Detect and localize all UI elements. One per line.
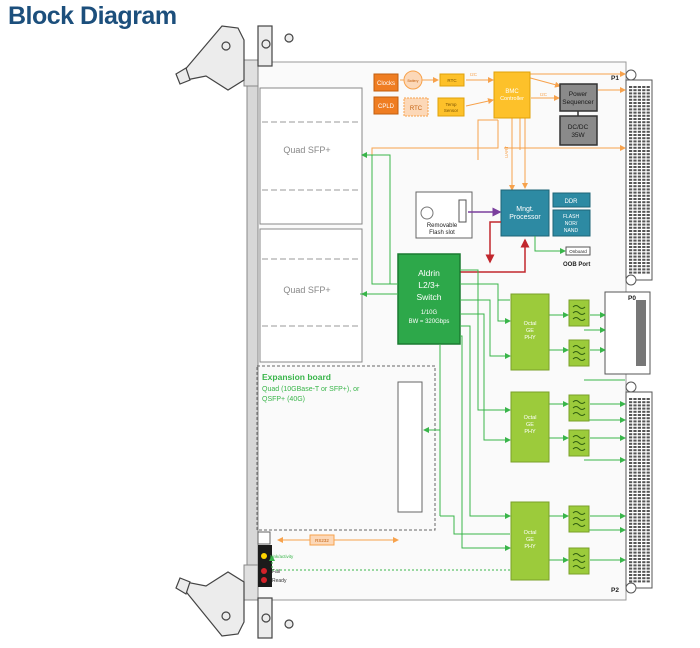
p2-label: P2 <box>611 587 619 594</box>
svg-text:GE: GE <box>526 422 534 428</box>
svg-text:Sensor: Sensor <box>444 108 459 113</box>
quad-sfp-top-label: Quad SFP+ <box>283 145 330 155</box>
svg-text:PHY: PHY <box>524 544 536 550</box>
svg-text:Switch: Switch <box>416 292 441 302</box>
link-activity-label: Link/activity <box>270 554 294 559</box>
magnetics-block <box>568 547 590 575</box>
i2c-label-1: I2C <box>540 92 548 97</box>
svg-text:L2/3+: L2/3+ <box>418 280 440 290</box>
svg-text:GE: GE <box>526 328 534 334</box>
svg-text:Clocks: Clocks <box>377 81 395 87</box>
svg-text:NAND: NAND <box>564 228 579 234</box>
uart-label: UART <box>504 146 509 158</box>
page-title: Block Diagram <box>8 2 177 30</box>
svg-text:Power: Power <box>569 91 588 98</box>
expansion-line-2: Quad (10GBase-T or SFP+), or <box>262 386 360 393</box>
dcdc-block: DC/DC 35W <box>559 115 598 146</box>
svg-text:Removable: Removable <box>427 223 458 229</box>
magnetics-group <box>568 299 590 575</box>
power-sequencer-block: Power Sequencer <box>559 83 598 112</box>
octal-ge-phy-3: Octal GE PHY <box>510 501 550 581</box>
quad-sfp-cage-top: Quad SFP+ <box>259 87 363 225</box>
quad-sfp-bottom-label: Quad SFP+ <box>283 285 330 295</box>
green-link-lines <box>360 152 626 563</box>
svg-text:RTC: RTC <box>447 78 457 83</box>
magnetics-block <box>568 339 590 367</box>
rs232-block: RS232 <box>309 534 335 546</box>
octal-ge-phy-2: Octal GE PHY <box>510 391 550 463</box>
svg-text:NOR/: NOR/ <box>565 221 578 227</box>
svg-text:Octal: Octal <box>524 321 537 327</box>
octal-ge-phy-1: Octal GE PHY <box>510 293 550 371</box>
oob-port-label: OOB Port <box>563 262 590 268</box>
p1-label: P1 <box>611 75 619 82</box>
dotted-led-link <box>269 555 510 571</box>
svg-text:Temp: Temp <box>445 102 457 107</box>
ejector-handle-top <box>175 25 294 91</box>
rtc-battery: Battery <box>403 70 423 90</box>
svg-text:PHY: PHY <box>524 429 536 435</box>
svg-text:DC/DC: DC/DC <box>568 124 589 131</box>
svg-text:PHY: PHY <box>524 335 536 341</box>
svg-text:Mngt.: Mngt. <box>516 206 534 213</box>
svg-text:BW = 320Gbps: BW = 320Gbps <box>409 319 450 325</box>
orange-control-lines <box>277 71 626 543</box>
p0-label: P0 <box>628 295 636 302</box>
status-leds: Link/activity Fail Ready <box>257 531 294 587</box>
cpld-block: CPLD <box>373 96 399 115</box>
connector-p0: P0 <box>604 291 651 375</box>
svg-text:GE: GE <box>526 537 534 543</box>
connector-p1: P1 <box>611 69 653 286</box>
svg-text:Aldrin: Aldrin <box>418 268 440 278</box>
svg-text:DDR: DDR <box>565 199 579 205</box>
svg-text:Octal: Octal <box>524 530 537 536</box>
svg-text:Sequencer: Sequencer <box>562 99 594 106</box>
aldrin-switch-block: Aldrin L2/3+ Switch 1/10G BW = 320Gbps <box>397 253 461 345</box>
expansion-board: Expansion board Quad (10GBase-T or SFP+)… <box>256 365 436 531</box>
svg-text:CPLD: CPLD <box>378 104 395 110</box>
magnetics-block <box>568 394 590 422</box>
magnetics-block <box>568 429 590 457</box>
svg-text:Processor: Processor <box>509 214 541 221</box>
expansion-title: Expansion board <box>262 372 331 382</box>
magnetics-block <box>568 299 590 327</box>
quad-sfp-cage-bottom: Quad SFP+ <box>259 228 363 363</box>
temp-sensor-block: Temp Sensor <box>437 97 465 117</box>
magnetics-block <box>568 505 590 533</box>
svg-text:Flash slot: Flash slot <box>429 230 455 236</box>
svg-text:FLASH: FLASH <box>563 214 580 220</box>
svg-text:Onboard: Onboard <box>569 249 587 254</box>
onboard-connector: Onboard <box>565 246 591 256</box>
fail-label: Fail <box>272 569 280 575</box>
svg-text:Octal: Octal <box>524 415 537 421</box>
removable-flash-slot: Removable Flash slot <box>415 191 473 239</box>
svg-text:Controller: Controller <box>500 96 524 102</box>
ddr-block: DDR <box>552 192 591 208</box>
ejector-handle-bottom <box>175 571 294 639</box>
svg-text:Battery: Battery <box>407 79 418 83</box>
red-links <box>460 221 530 273</box>
svg-text:RTC: RTC <box>410 106 423 112</box>
mngt-to-oob <box>534 236 566 254</box>
bmc-controller-block: BMC Controller <box>493 71 531 119</box>
clocks-block: Clocks <box>373 73 399 92</box>
mngt-processor-block: Mngt. Processor <box>500 189 550 237</box>
front-panel <box>243 59 259 601</box>
rtc-small-block: RTC <box>439 73 465 87</box>
i2c-label-2: I2C <box>470 72 478 77</box>
expansion-line-3: QSFP+ (40G) <box>262 396 305 403</box>
svg-text:BMC: BMC <box>505 89 519 95</box>
svg-text:RS232: RS232 <box>315 538 329 543</box>
ready-label: Ready <box>272 578 287 584</box>
rtc-block: RTC <box>403 97 429 117</box>
svg-text:1/10G: 1/10G <box>421 310 438 316</box>
flash-nor-nand-block: FLASH NOR/ NAND <box>552 209 591 237</box>
connector-p2: P2 <box>611 381 653 594</box>
svg-text:35W: 35W <box>571 132 585 139</box>
